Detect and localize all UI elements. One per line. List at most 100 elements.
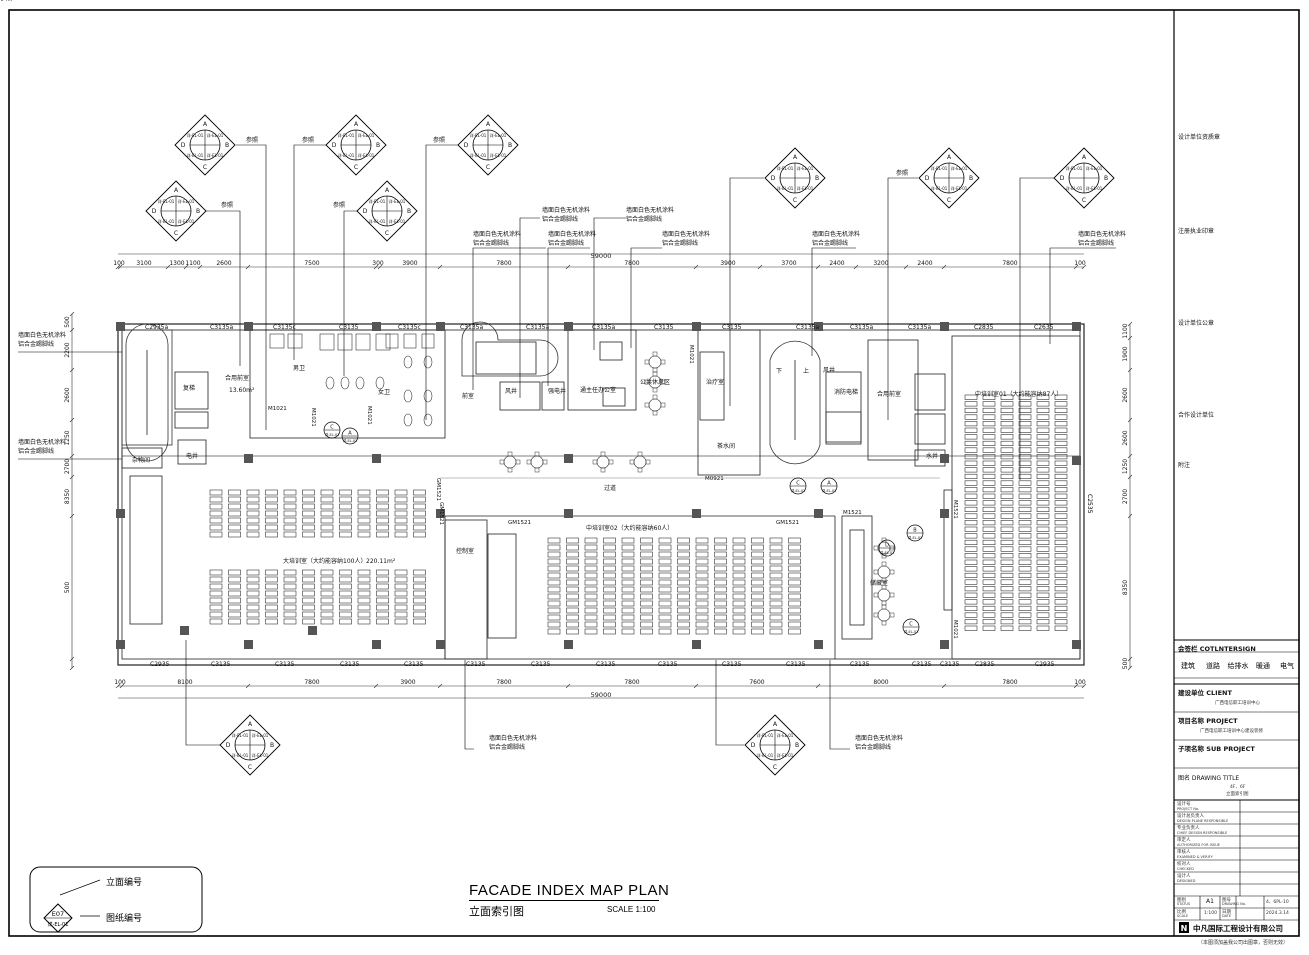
seat (695, 593, 709, 600)
seat (1036, 572, 1050, 579)
seat (1000, 520, 1014, 526)
seat (1000, 487, 1014, 493)
seat (566, 586, 579, 593)
seat (246, 503, 260, 510)
column (244, 640, 253, 649)
room-name: 储藏室 (870, 579, 888, 587)
seat (357, 524, 371, 531)
seat (1054, 440, 1068, 447)
chair (534, 451, 540, 457)
seat (1054, 572, 1068, 579)
seat (1000, 546, 1014, 552)
seat (584, 537, 598, 544)
dimension-tick (693, 683, 699, 689)
leader-line (185, 640, 220, 746)
toilet-fixture (325, 376, 335, 390)
seat (714, 565, 727, 572)
tb-scale-label: 比例 (1177, 910, 1186, 915)
dimension-tick (1127, 453, 1133, 459)
round-tables (499, 351, 895, 626)
title-block-lines (1174, 639, 1299, 921)
seat (640, 572, 653, 579)
seat (265, 503, 278, 510)
symbol-letter: A (354, 121, 359, 128)
dimension-tick (183, 264, 189, 270)
seat (339, 611, 352, 618)
column (1072, 322, 1081, 331)
seat (1018, 605, 1032, 612)
seat (265, 590, 278, 597)
seat (1000, 566, 1014, 572)
seat (1018, 421, 1032, 427)
seat (982, 546, 996, 552)
room-name: 220.11m² (366, 558, 396, 565)
dimension-value: 100 (1074, 260, 1086, 267)
symbol-sheet: 详-EL-01 (470, 132, 487, 138)
dimension-value: 1250 (64, 430, 71, 445)
seat (640, 579, 653, 586)
chair (629, 459, 635, 465)
seat (302, 597, 315, 604)
seat (584, 621, 598, 628)
seat (1000, 539, 1014, 546)
seat (547, 579, 561, 586)
classroom-seats (209, 394, 1068, 635)
tb-drawing-title-label: 图名 DRAWING TITLE (1178, 775, 1240, 782)
symbol-diamond (764, 147, 826, 209)
seat (1036, 493, 1050, 499)
seat (621, 607, 635, 614)
symbol-letter: D (152, 208, 157, 215)
symbol-sheet: 详-EL-01 (187, 152, 204, 158)
seat (566, 558, 579, 565)
seat (964, 526, 978, 532)
seat (228, 517, 241, 524)
dimension-value: 8000 (873, 679, 888, 686)
svg-text:N: N (1181, 924, 1188, 933)
seat (228, 618, 241, 625)
toilet-fixture (403, 355, 413, 369)
symbol-diamond (356, 180, 418, 242)
seat (1000, 421, 1014, 427)
dimension-value: 8350 (1122, 580, 1129, 595)
seat (228, 611, 241, 618)
seat (732, 544, 746, 551)
seat (1054, 533, 1068, 539)
symbol-sheet: 详-EL-01 (951, 185, 968, 191)
dimension-value: 7800 (1002, 679, 1017, 686)
seat (228, 590, 241, 597)
chair (889, 569, 895, 575)
chair (652, 387, 658, 393)
symbol-sheet: 详-EL-01 (791, 488, 806, 493)
seat (1054, 427, 1068, 433)
seat (658, 621, 672, 628)
symbol-sheet: 详-EL-01 (490, 152, 507, 158)
leader-line (472, 247, 546, 390)
dimension-tick (1127, 513, 1133, 519)
seat (677, 544, 690, 551)
chair (873, 569, 879, 575)
tb-date-label: 日期 (1222, 910, 1231, 915)
seat (1036, 539, 1050, 546)
seat (584, 565, 598, 572)
window-label: C2835 (975, 661, 995, 668)
seat (547, 593, 561, 600)
symbol-letter: C (354, 164, 358, 171)
seat (320, 576, 334, 583)
seat (1036, 605, 1050, 612)
seat (1018, 619, 1032, 625)
seat (1018, 427, 1032, 433)
ref-note: 参照 (221, 201, 233, 209)
symbol-sheet: 详-EL-01 (470, 152, 487, 158)
seat (320, 604, 334, 611)
column (436, 509, 445, 518)
seat (1000, 605, 1014, 612)
dimension-value: 3900 (402, 260, 417, 267)
seat (209, 618, 223, 625)
seat (982, 559, 996, 565)
tb-row-label: 设计号 (1177, 802, 1191, 807)
symbol-letter: B (508, 142, 512, 149)
symbol-letter: A (773, 721, 778, 728)
symbol-letter: C (796, 481, 800, 487)
